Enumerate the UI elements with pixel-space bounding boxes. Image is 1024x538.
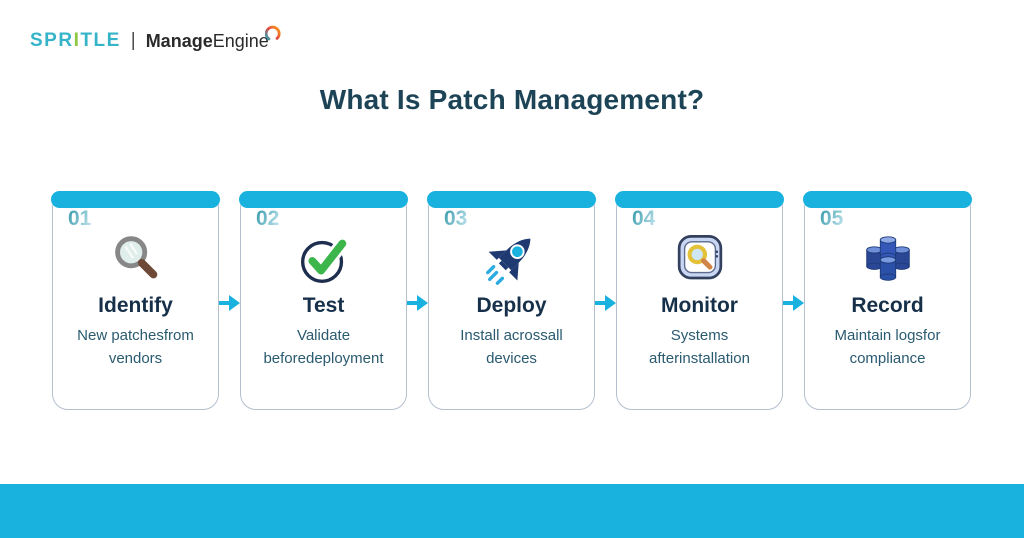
step-description: Systems afterinstallation: [649, 327, 750, 367]
brand-regular-text: Engine: [212, 30, 269, 51]
spritle-wordmark: SPRITLE: [30, 30, 121, 52]
monitor-scan-icon: [671, 227, 729, 291]
step-card-record: 05: [803, 191, 972, 410]
step-card-identify: 01 Identify New patchesfrom vendors: [51, 191, 220, 410]
check-circle-icon: [293, 227, 355, 291]
step-title: Monitor: [661, 294, 738, 317]
database-icon: [859, 227, 917, 291]
step-number: 01: [68, 207, 92, 230]
step-description: Validate beforedeployment: [263, 327, 384, 367]
step-number: 04: [632, 207, 656, 230]
step-title: Record: [851, 294, 924, 317]
step-card-test: 02 Test Validate beforedeployment: [239, 191, 408, 410]
footer-accent-bar: [0, 484, 1024, 538]
step-title: Deploy: [476, 294, 547, 317]
arrow-right-icon: [595, 192, 616, 410]
step-title: Identify: [98, 294, 173, 317]
step-description: New patchesfrom vendors: [77, 327, 194, 367]
step-description: Install acrossall devices: [460, 327, 563, 367]
arrow-right-icon: [783, 192, 804, 410]
step-number: 05: [820, 207, 844, 230]
arrow-right-icon: [407, 192, 428, 410]
page-title: What Is Patch Management?: [319, 84, 705, 115]
step-number: 02: [256, 207, 280, 230]
card-top-bar: [803, 191, 972, 208]
card-top-bar: [239, 191, 408, 208]
step-title: Test: [302, 294, 345, 317]
spritle-pre: SPR: [30, 30, 74, 51]
arrow-right-icon: [219, 192, 240, 410]
step-card-monitor: 04 Monitor Systems afterinstallation: [615, 191, 784, 410]
card-top-bar: [51, 191, 220, 208]
step-card-deploy: 03 Deploy: [427, 191, 596, 410]
spritle-post: TLE: [80, 30, 121, 51]
card-top-bar: [427, 191, 596, 208]
card-top-bar: [615, 191, 784, 208]
step-description: Maintain logsfor compliance: [834, 327, 941, 367]
magnifier-icon: [105, 227, 167, 291]
step-number: 03: [444, 207, 468, 230]
brand-bold-text: Manage: [145, 30, 213, 51]
rocket-icon: [481, 227, 543, 291]
swirl-icon: [264, 25, 281, 40]
spritle-green-letter: I: [73, 30, 81, 51]
logo-separator: |: [130, 30, 136, 51]
steps-row: 01 Identify New patchesfrom vendors 02: [51, 191, 972, 410]
